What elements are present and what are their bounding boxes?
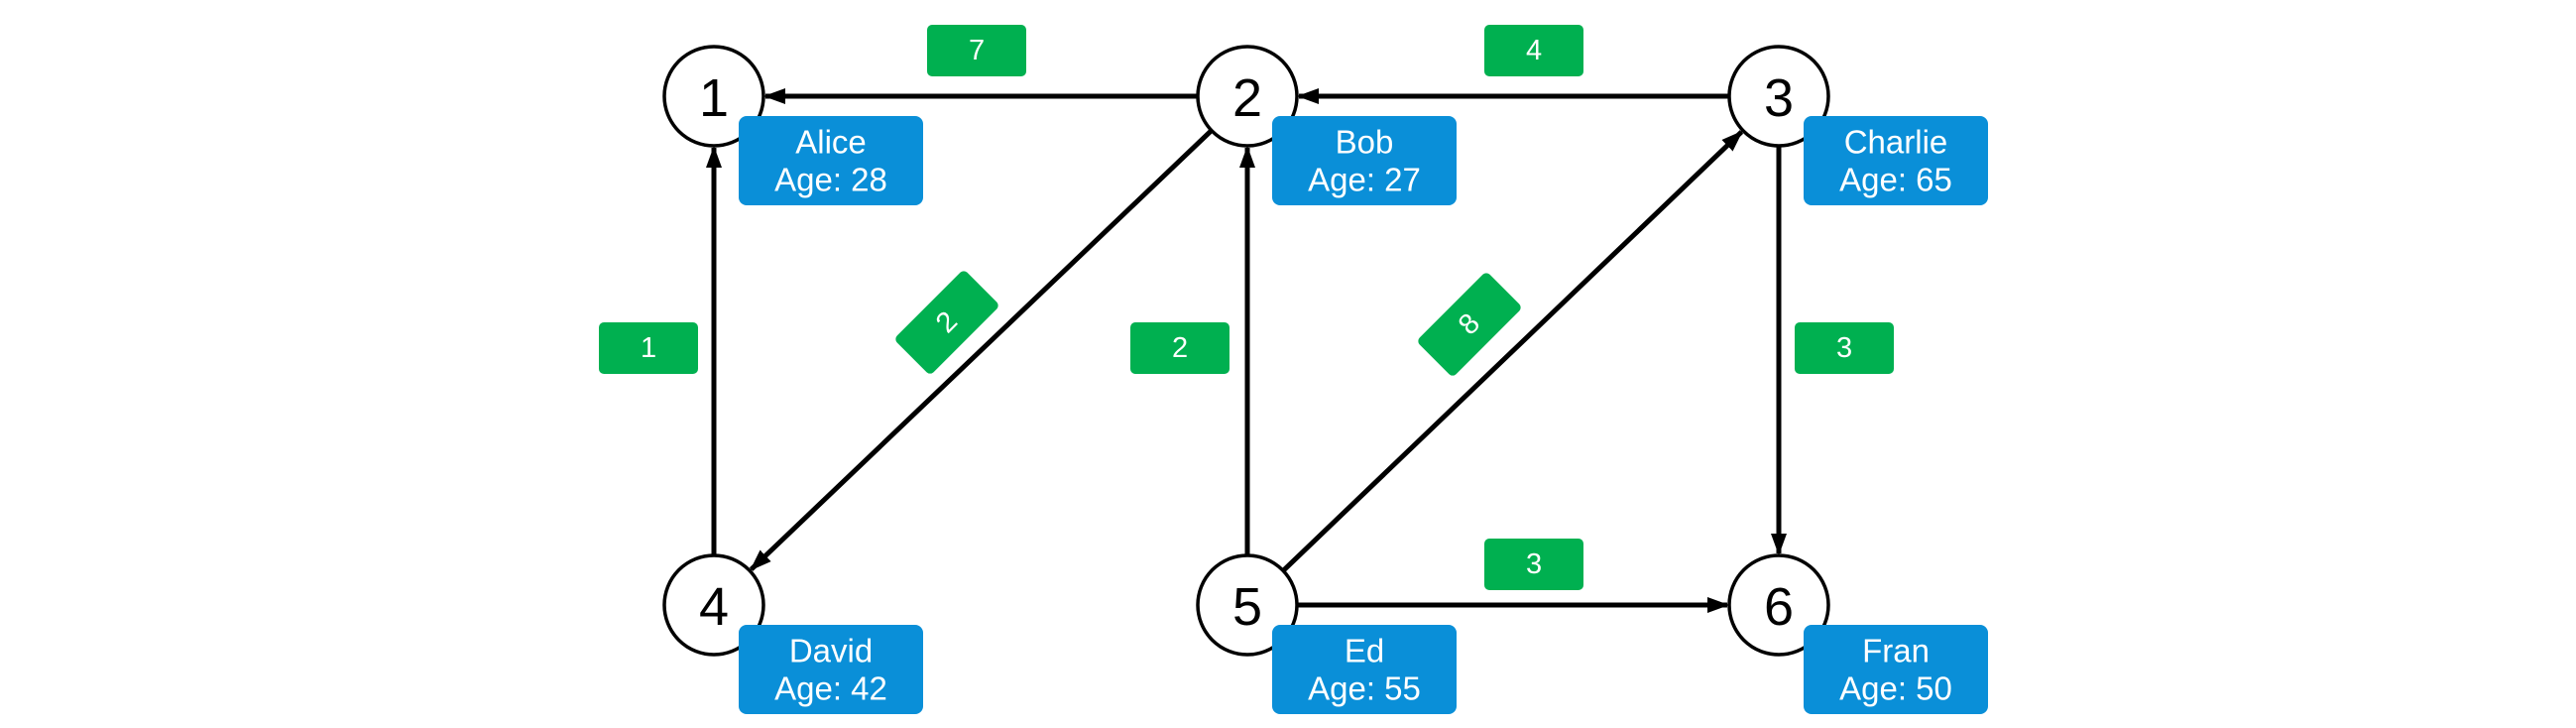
weight-badge	[927, 25, 1026, 76]
node-circle	[1727, 45, 1830, 148]
node-name-label: Alice	[795, 124, 867, 161]
weight-badge	[1484, 25, 1583, 76]
weights-layer: 7 4 1 2 2 8 3 3	[599, 25, 1894, 590]
edge-2-to-4	[749, 128, 1214, 571]
node-name-label: Bob	[1336, 124, 1394, 161]
node-circle	[1196, 553, 1299, 657]
node-info-card	[739, 625, 923, 714]
node-info-card	[1804, 116, 1988, 205]
weight-badge	[1795, 322, 1894, 374]
node-id-label: 3	[1764, 68, 1794, 128]
node-age-label: Age: 28	[774, 162, 887, 198]
weight-badge	[1484, 539, 1583, 590]
edge-weight-3-to-6: 3	[1795, 322, 1894, 374]
edge-weight-5-to-2: 2	[1130, 322, 1229, 374]
node-name-label: Fran	[1862, 633, 1930, 669]
node-age-label: Age: 65	[1839, 162, 1952, 198]
node-name-label: David	[789, 633, 873, 669]
node-id-label: 4	[699, 577, 729, 637]
edge-weight-5-to-3: 8	[1418, 273, 1521, 376]
node-id-label: 2	[1232, 68, 1262, 128]
node-info-card	[1804, 625, 1988, 714]
weight-label: 1	[641, 332, 656, 364]
node-info-card	[739, 116, 923, 205]
weight-label: 3	[1526, 548, 1542, 580]
node-circle	[1196, 45, 1299, 148]
weight-label: 3	[1836, 332, 1852, 364]
node-age-label: Age: 27	[1308, 162, 1421, 198]
node-info-card	[1272, 116, 1457, 205]
edges-layer	[706, 88, 1787, 613]
weight-badge	[895, 271, 998, 374]
edge-weight-2-to-4: 2	[895, 271, 998, 374]
weight-label: 4	[1526, 35, 1542, 66]
node-age-label: Age: 50	[1839, 670, 1952, 707]
node-circle	[662, 45, 765, 148]
node-id-label: 5	[1232, 577, 1262, 637]
weight-badge	[1130, 322, 1229, 374]
edge-weight-5-to-6: 3	[1484, 539, 1583, 590]
node-age-label: Age: 42	[774, 670, 887, 707]
node-id-label: 6	[1764, 577, 1794, 637]
weight-badge	[1418, 273, 1521, 376]
node-circle	[662, 553, 765, 657]
node-name-label: Charlie	[1844, 124, 1948, 161]
weight-label: 7	[969, 35, 985, 66]
edge-weight-2-to-1: 7	[927, 25, 1026, 76]
edge-5-to-3	[1281, 130, 1744, 573]
weight-badge	[599, 322, 698, 374]
node-id-label: 1	[699, 68, 729, 128]
node-age-label: Age: 55	[1308, 670, 1421, 707]
node-circle	[1727, 553, 1830, 657]
weight-label: 2	[1172, 332, 1188, 364]
edge-weight-3-to-2: 4	[1484, 25, 1583, 76]
node-info-card	[1272, 625, 1457, 714]
edge-weight-4-to-1: 1	[599, 322, 698, 374]
node-name-label: Ed	[1345, 633, 1384, 669]
